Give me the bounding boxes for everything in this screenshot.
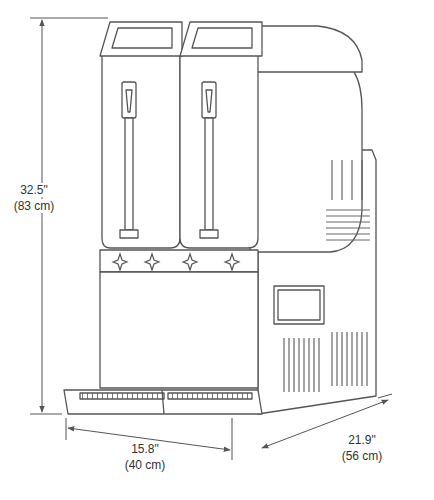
right-bowl (180, 55, 258, 248)
knob (145, 254, 159, 270)
knob (113, 254, 127, 270)
drip-grate (80, 393, 164, 399)
bowl-base (100, 250, 258, 272)
extension-line (378, 394, 392, 398)
vent (341, 332, 342, 386)
vent (313, 338, 314, 392)
tap (120, 82, 138, 238)
extension-line (66, 418, 67, 440)
lid-window (112, 28, 172, 48)
left-lid (100, 22, 182, 56)
vent (283, 338, 284, 392)
vent (361, 160, 362, 200)
lid-hood (255, 26, 362, 72)
vent (346, 332, 347, 386)
drip-grate (168, 393, 252, 399)
vent (318, 338, 319, 392)
dimension-label: 21.9" (346, 433, 378, 447)
vent (361, 332, 362, 386)
dimension-label: 32.5" (18, 183, 50, 197)
vent (293, 338, 294, 392)
vent (326, 221, 370, 222)
vent (341, 160, 342, 200)
knob (183, 254, 197, 270)
dimension-label: 15.8" (129, 442, 161, 456)
vent (298, 338, 299, 392)
tap (200, 82, 218, 238)
depth-dimension (262, 400, 388, 448)
display (278, 290, 320, 320)
knob (225, 254, 239, 270)
vent (336, 332, 337, 386)
vent (356, 332, 357, 386)
vent (326, 209, 370, 210)
vent (326, 215, 370, 216)
vent (331, 332, 332, 386)
left-bowl (102, 55, 180, 248)
vent (331, 160, 332, 200)
right-lid (180, 22, 262, 56)
dimension-label: (56 cm) (340, 449, 385, 463)
display-frame (274, 286, 324, 324)
vent (326, 227, 370, 228)
vent (351, 160, 352, 200)
vent (351, 332, 352, 386)
vent (308, 338, 309, 392)
vent (366, 332, 367, 386)
drip-tray (64, 390, 262, 414)
dimension-label: (83 cm) (12, 199, 57, 213)
height-dimension (42, 20, 43, 412)
bowl-side (250, 58, 362, 252)
extension-line (30, 18, 108, 19)
vent (326, 239, 370, 240)
vent (303, 338, 304, 392)
lid-window (192, 28, 252, 48)
extension-line (232, 418, 233, 460)
dimension-label: (40 cm) (123, 458, 168, 472)
front-panel (100, 272, 258, 388)
extension-line (30, 414, 62, 415)
vent (326, 233, 370, 234)
vent (288, 338, 289, 392)
